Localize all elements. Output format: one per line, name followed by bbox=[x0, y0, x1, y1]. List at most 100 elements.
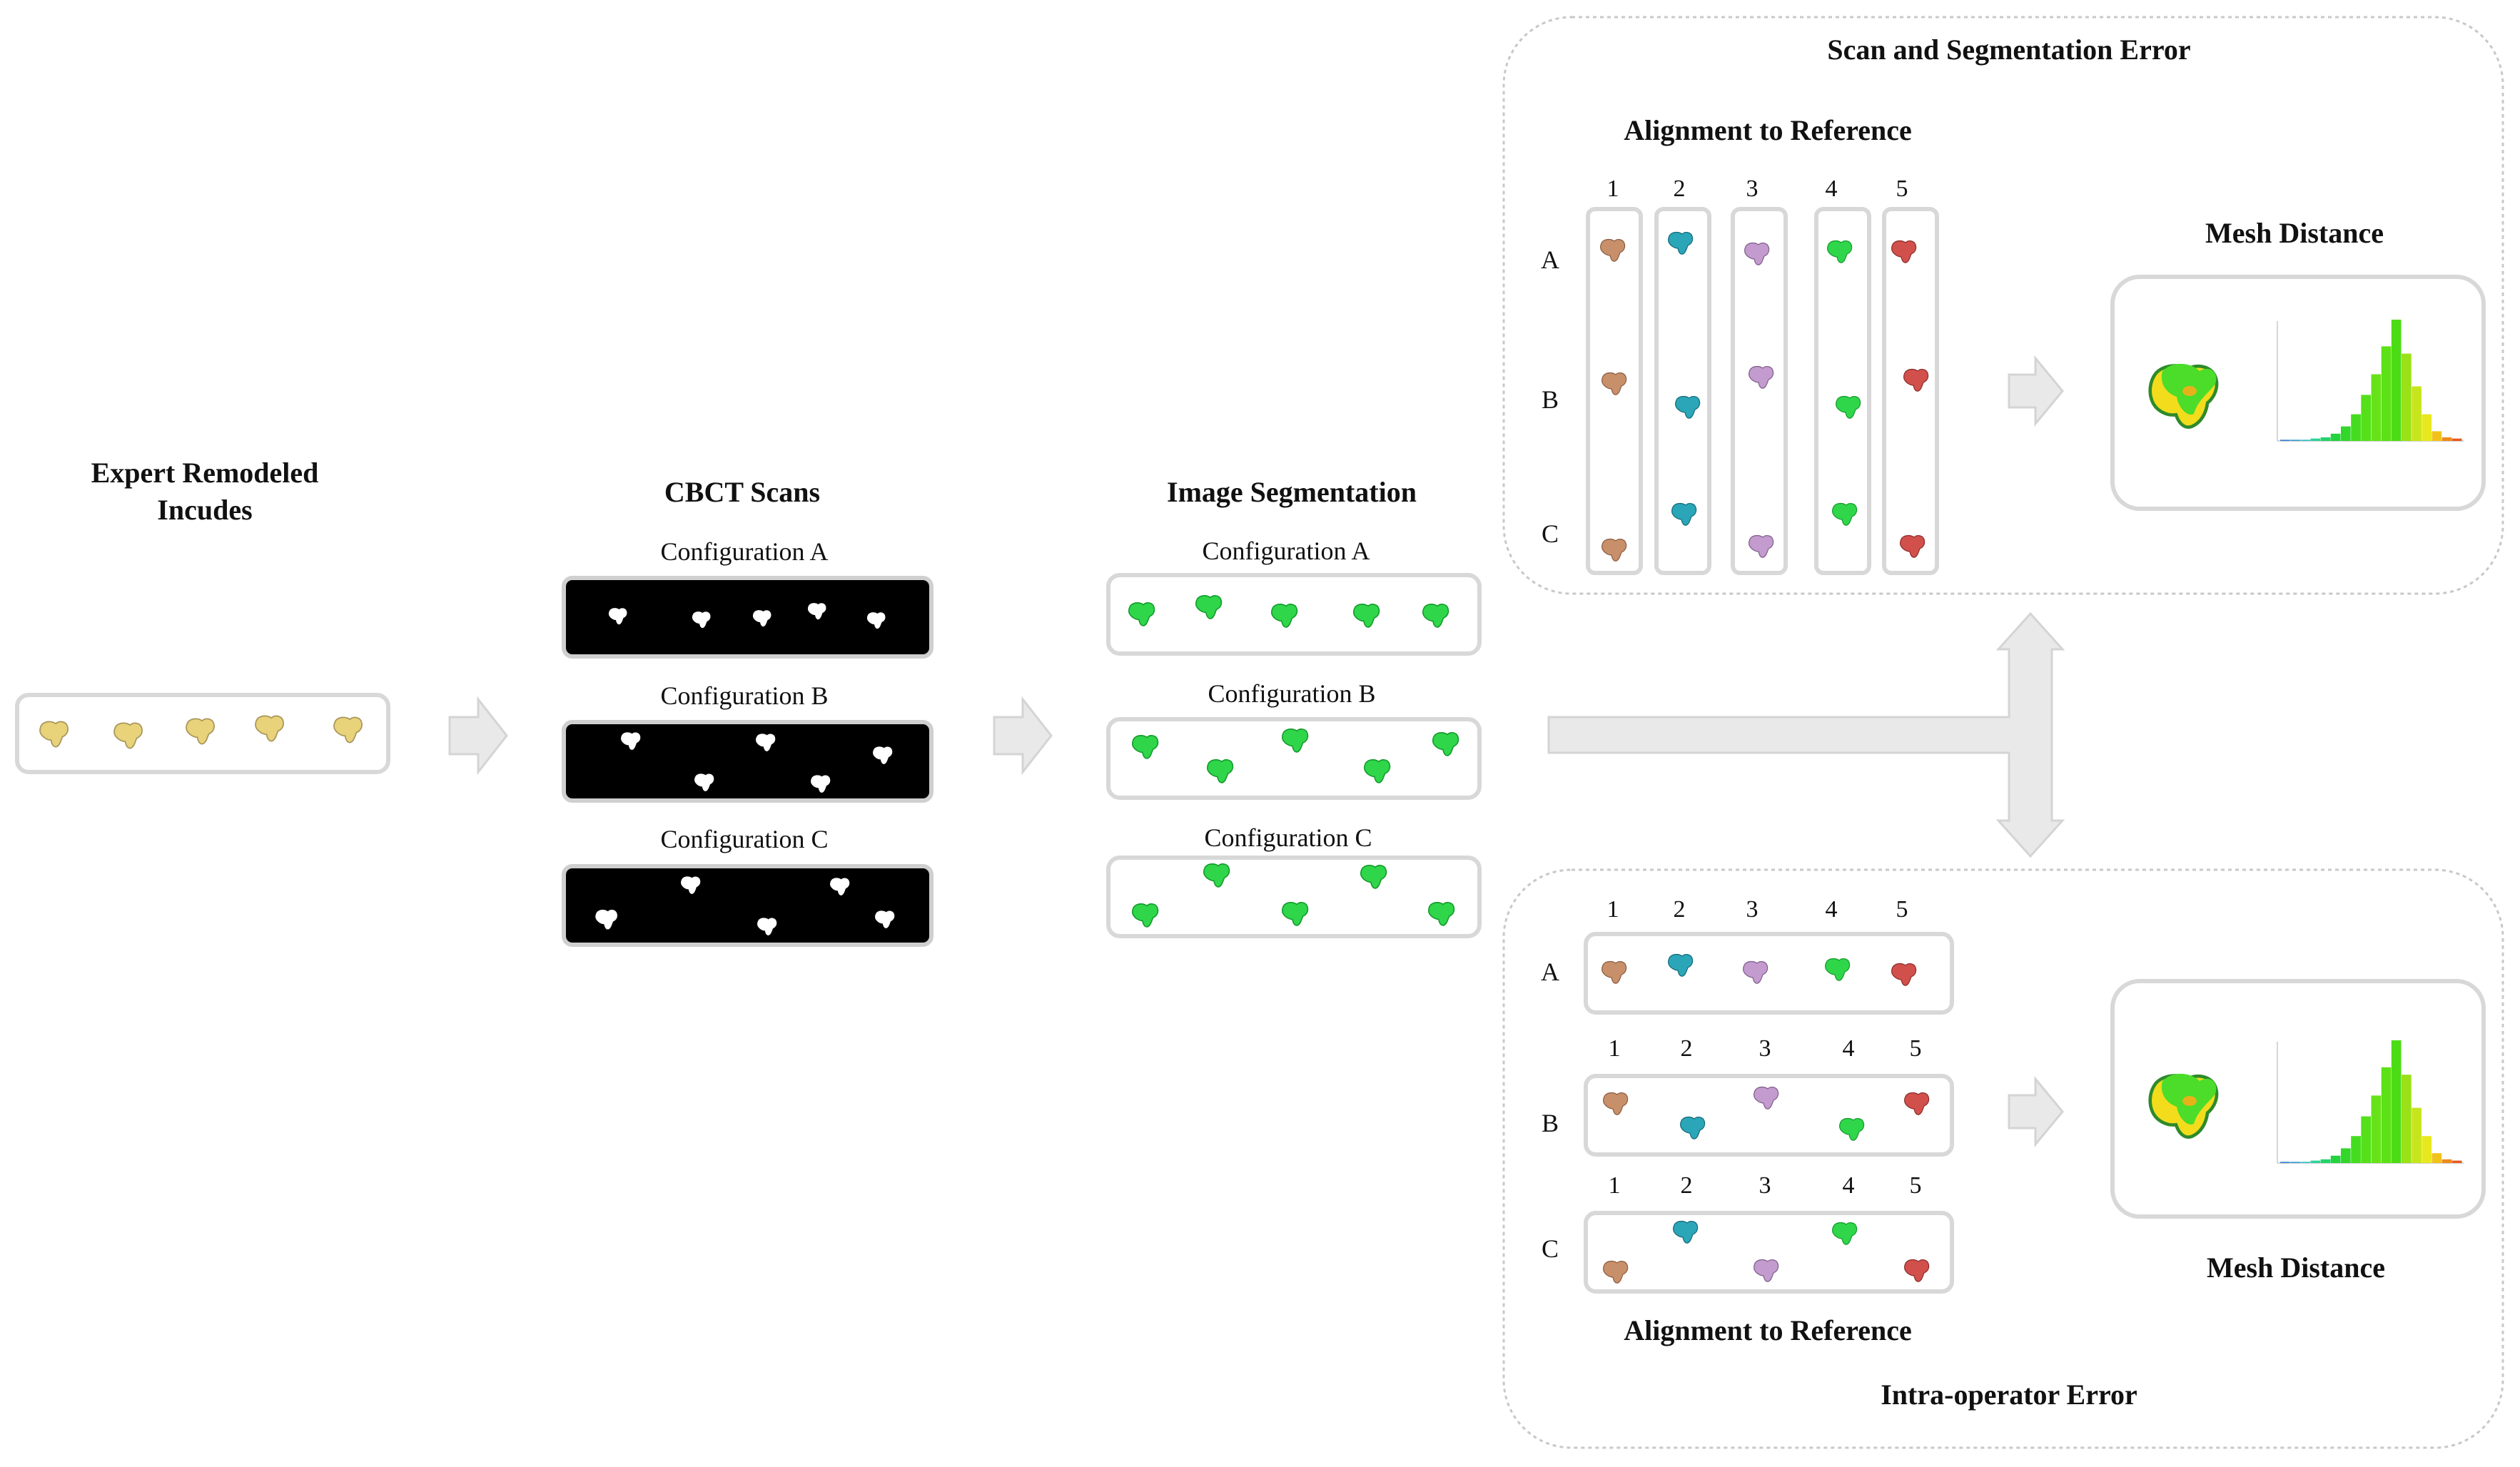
stage1-title-line1: Expert Remodeled bbox=[91, 457, 319, 489]
bottom-alignment-title: Alignment to Reference bbox=[1624, 1314, 1912, 1346]
top-alignment-title: Alignment to Reference bbox=[1624, 114, 1912, 146]
top-histogram-bar-10 bbox=[2371, 374, 2382, 441]
bottom-c-num-3: 3 bbox=[1759, 1172, 1771, 1199]
bottom-b-num-3: 3 bbox=[1759, 1035, 1771, 1062]
top-row-label-a: A bbox=[1541, 245, 1559, 274]
bottom-b-num-4: 4 bbox=[1843, 1035, 1855, 1062]
seg-config-b-label: Configuration B bbox=[1208, 679, 1376, 708]
bottom-a-num-1: 1 bbox=[1607, 896, 1619, 923]
stage3-title: Image Segmentation bbox=[1167, 476, 1417, 508]
bottom-histogram-bar-1 bbox=[2280, 1162, 2290, 1163]
top-histogram-bar-14 bbox=[2412, 386, 2422, 441]
top-row-label-b: B bbox=[1542, 385, 1559, 414]
bottom-histogram-bar-3 bbox=[2300, 1162, 2310, 1163]
bottom-mesh-title: Mesh Distance bbox=[2207, 1252, 2385, 1284]
top-histogram-bar-11 bbox=[2381, 346, 2392, 441]
bottom-histogram-bar-8 bbox=[2351, 1136, 2361, 1163]
bottom-histogram-bar-2 bbox=[2290, 1162, 2300, 1163]
top-column-3 bbox=[1731, 207, 1788, 575]
split-arrow bbox=[1547, 611, 2065, 858]
bottom-a-num-2: 2 bbox=[1674, 896, 1686, 923]
bottom-c-num-2: 2 bbox=[1681, 1172, 1693, 1199]
top-histogram-bar-7 bbox=[2341, 426, 2351, 441]
stage1-title-line2: Incudes bbox=[157, 494, 252, 526]
bottom-mesh-arrow bbox=[2008, 1075, 2064, 1148]
bottom-row-box-a bbox=[1584, 932, 1954, 1015]
bottom-histogram-bar-7 bbox=[2341, 1148, 2351, 1163]
cbct-config-b-label: Configuration B bbox=[661, 681, 829, 710]
top-column-4 bbox=[1814, 207, 1871, 575]
segmentation-box-b bbox=[1106, 717, 1482, 800]
bottom-histogram-bar-10 bbox=[2371, 1095, 2382, 1163]
flow-arrow-1 bbox=[448, 696, 508, 776]
bottom-row-label-c: C bbox=[1542, 1234, 1559, 1263]
top-a-num-4: 4 bbox=[1826, 176, 1838, 202]
bottom-panel-title: Intra-operator Error bbox=[1881, 1379, 2137, 1411]
top-histogram bbox=[2277, 320, 2464, 442]
cbct-scan-b bbox=[562, 720, 933, 803]
bottom-c-num-5: 5 bbox=[1910, 1172, 1922, 1199]
top-histogram-bar-8 bbox=[2351, 414, 2361, 441]
top-histogram-bar-2 bbox=[2290, 440, 2300, 441]
cbct-config-c-label: Configuration C bbox=[661, 825, 829, 853]
top-a-num-2: 2 bbox=[1674, 176, 1686, 202]
cbct-config-a-label: Configuration A bbox=[661, 537, 829, 566]
bottom-c-num-1: 1 bbox=[1609, 1172, 1621, 1199]
top-mesh-distance-box bbox=[2110, 275, 2486, 511]
top-histogram-bar-13 bbox=[2402, 353, 2412, 441]
top-mesh-arrow bbox=[2008, 355, 2064, 427]
top-histogram-bar-3 bbox=[2300, 440, 2310, 441]
bottom-histogram-bar-17 bbox=[2441, 1159, 2452, 1163]
bottom-row-label-a: A bbox=[1541, 958, 1559, 986]
bottom-histogram-bar-14 bbox=[2412, 1107, 2422, 1163]
bottom-histogram-bar-11 bbox=[2381, 1067, 2392, 1163]
top-histogram-bar-1 bbox=[2280, 440, 2290, 441]
bottom-histogram-bar-6 bbox=[2330, 1155, 2341, 1163]
bottom-histogram-bar-18 bbox=[2451, 1160, 2462, 1163]
top-histogram-bar-15 bbox=[2422, 414, 2432, 441]
bottom-histogram-bars bbox=[2280, 1040, 2462, 1163]
top-colored-mesh bbox=[2150, 363, 2217, 427]
bottom-c-num-4: 4 bbox=[1843, 1172, 1855, 1199]
top-histogram-bar-18 bbox=[2451, 438, 2462, 441]
bottom-histogram-bar-15 bbox=[2422, 1136, 2432, 1163]
bottom-histogram-bar-4 bbox=[2310, 1160, 2321, 1163]
top-histogram-bar-12 bbox=[2391, 320, 2402, 441]
seg-config-a-label: Configuration A bbox=[1203, 537, 1370, 565]
bottom-histogram-bar-5 bbox=[2320, 1159, 2331, 1163]
top-histogram-bar-17 bbox=[2441, 437, 2452, 441]
bottom-histogram-bar-9 bbox=[2361, 1116, 2371, 1163]
bottom-histogram bbox=[2277, 1040, 2464, 1164]
top-a-num-5: 5 bbox=[1896, 176, 1908, 202]
top-histogram-bar-16 bbox=[2432, 431, 2442, 441]
top-histogram-bar-4 bbox=[2310, 438, 2321, 441]
top-histogram-bar-5 bbox=[2320, 437, 2331, 441]
top-histogram-bar-9 bbox=[2361, 395, 2371, 441]
bottom-a-num-5: 5 bbox=[1896, 896, 1908, 923]
bottom-colored-mesh bbox=[2150, 1073, 2217, 1137]
bottom-row-label-b: B bbox=[1542, 1109, 1559, 1137]
top-histogram-bars bbox=[2280, 320, 2462, 441]
flow-arrow-2 bbox=[993, 696, 1053, 776]
top-row-label-c: C bbox=[1542, 519, 1559, 548]
top-panel-title: Scan and Segmentation Error bbox=[1827, 34, 2190, 66]
bottom-b-num-5: 5 bbox=[1910, 1035, 1922, 1062]
stage2-title: CBCT Scans bbox=[664, 476, 820, 508]
seg-config-c-label: Configuration C bbox=[1205, 823, 1372, 852]
bottom-a-num-4: 4 bbox=[1826, 896, 1838, 923]
bottom-b-num-1: 1 bbox=[1609, 1035, 1621, 1062]
top-histogram-bar-6 bbox=[2330, 433, 2341, 441]
bottom-row-box-b bbox=[1584, 1074, 1954, 1157]
bottom-histogram-bar-13 bbox=[2402, 1075, 2412, 1163]
segmentation-box-c bbox=[1106, 856, 1482, 938]
bottom-histogram-bar-12 bbox=[2391, 1040, 2402, 1163]
top-a-num-1: 1 bbox=[1607, 176, 1619, 202]
cbct-scan-a bbox=[562, 576, 933, 659]
top-column-2 bbox=[1654, 207, 1711, 575]
bottom-b-num-2: 2 bbox=[1681, 1035, 1693, 1062]
bottom-a-num-3: 3 bbox=[1746, 896, 1759, 923]
top-mesh-title: Mesh Distance bbox=[2205, 217, 2384, 249]
bottom-histogram-bar-16 bbox=[2432, 1153, 2442, 1163]
